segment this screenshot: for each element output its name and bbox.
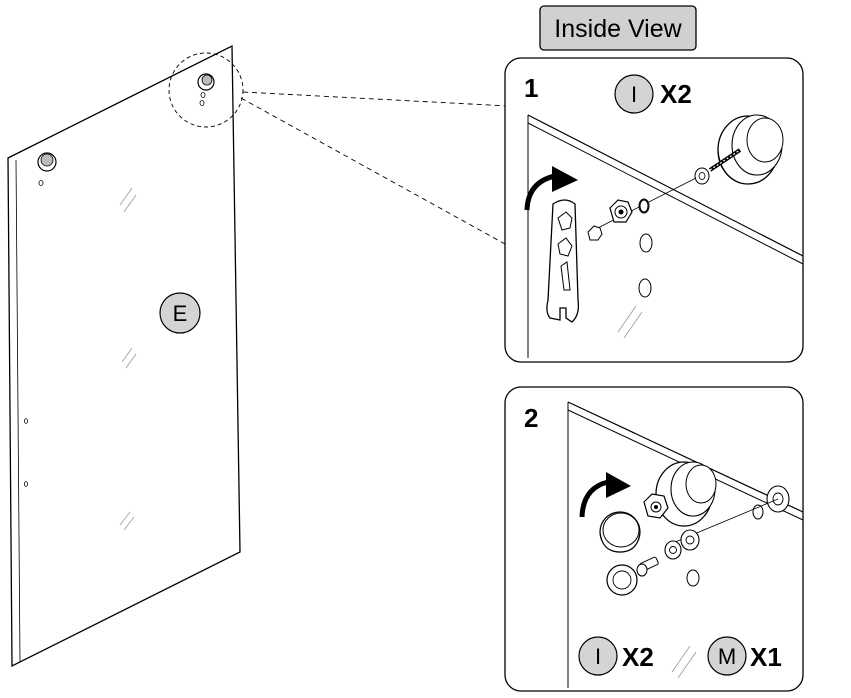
callout-line — [242, 91, 509, 107]
step-1-part-letter: I — [631, 82, 637, 107]
knob-icon — [643, 461, 717, 527]
step-1-number: 1 — [524, 73, 538, 103]
glass-reflection-icon — [119, 187, 137, 531]
glass-reflection-icon — [617, 305, 643, 339]
cap-icon — [599, 511, 641, 553]
screw-icon — [636, 556, 659, 577]
step-1-part-qty: X2 — [660, 79, 692, 109]
nut-icon — [587, 199, 633, 241]
step-2-box: 2 — [504, 386, 804, 692]
step-2-part-qty-1: X2 — [622, 642, 654, 672]
wrench-icon — [546, 199, 580, 323]
callout-line — [240, 97, 506, 245]
part-badge — [578, 636, 618, 676]
hinge-hole — [23, 481, 28, 487]
glass-hole — [686, 569, 700, 587]
step-2-part-letter-2: M — [718, 644, 736, 669]
rotate-arrow-icon — [579, 472, 631, 518]
detail-circle — [168, 52, 244, 128]
step-1-box: 1 I X2 — [504, 57, 804, 363]
step-2-part-letter-1: I — [595, 644, 601, 669]
part-badge — [707, 636, 747, 676]
glass-hole — [638, 278, 652, 298]
knob-icon — [694, 114, 784, 185]
glass-hole — [639, 233, 653, 253]
glass-door-panel: E — [7, 44, 244, 668]
cap-icon — [606, 564, 638, 596]
hinge-hole — [23, 418, 28, 424]
knob-icon — [197, 73, 215, 106]
rotate-arrow-icon — [524, 166, 578, 211]
step-2-number: 2 — [524, 403, 538, 433]
step-2-part-qty-2: X1 — [750, 642, 782, 672]
panel-label-badge: E — [159, 292, 201, 334]
part-badge — [614, 74, 654, 114]
panel-label-text: E — [173, 301, 188, 326]
knob-icon — [37, 152, 57, 186]
inside-view-title: Inside View — [539, 5, 697, 51]
glass-reflection-icon — [671, 645, 697, 679]
inside-view-title-text: Inside View — [554, 15, 682, 43]
